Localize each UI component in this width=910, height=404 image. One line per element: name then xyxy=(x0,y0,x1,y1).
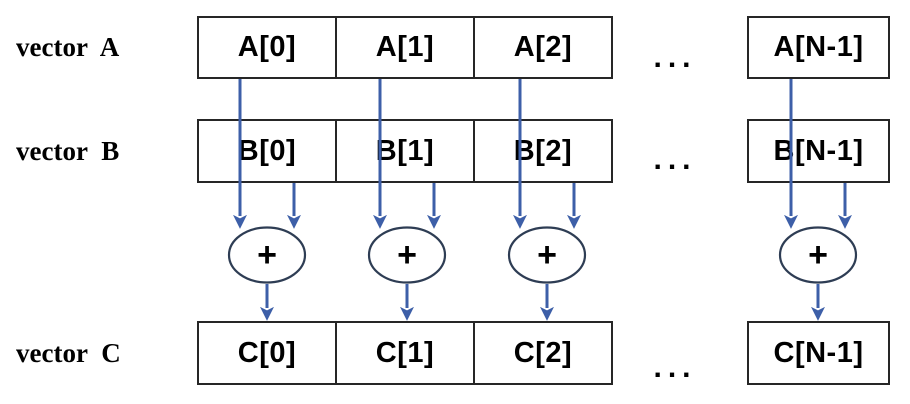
cell-b-0: B[0] xyxy=(197,119,337,183)
cell-c-1: C[1] xyxy=(335,321,475,385)
cell-c-2: C[2] xyxy=(473,321,613,385)
ellipsis-row-b: ... xyxy=(653,143,697,176)
cell-b-n1: B[N-1] xyxy=(747,119,890,183)
cell-b-2: B[2] xyxy=(473,119,613,183)
cell-c-0: C[0] xyxy=(197,321,337,385)
row-label-vector-c: vector C xyxy=(16,338,121,368)
vector-b-array: B[0] B[1] B[2] xyxy=(197,119,613,183)
cell-c-n1: C[N-1] xyxy=(747,321,890,385)
cell-a-2: A[2] xyxy=(473,16,613,79)
row-label-vector-a: vector A xyxy=(16,32,120,62)
cell-b-1: B[1] xyxy=(335,119,475,183)
plus-operator-1: + xyxy=(397,236,417,274)
plus-operator-n1: + xyxy=(808,236,828,274)
cell-a-1: A[1] xyxy=(335,16,475,79)
vector-a-array: A[0] A[1] A[2] xyxy=(197,16,613,79)
plus-operator-0: + xyxy=(257,236,277,274)
cell-a-n1: A[N-1] xyxy=(747,16,890,79)
vector-c-array: C[0] C[1] C[2] xyxy=(197,321,613,385)
cell-a-0: A[0] xyxy=(197,16,337,79)
row-label-vector-b: vector B xyxy=(16,136,120,166)
plus-operator-2: + xyxy=(537,236,557,274)
ellipsis-row-c: ... xyxy=(653,351,697,384)
ellipsis-row-a: ... xyxy=(653,41,697,74)
